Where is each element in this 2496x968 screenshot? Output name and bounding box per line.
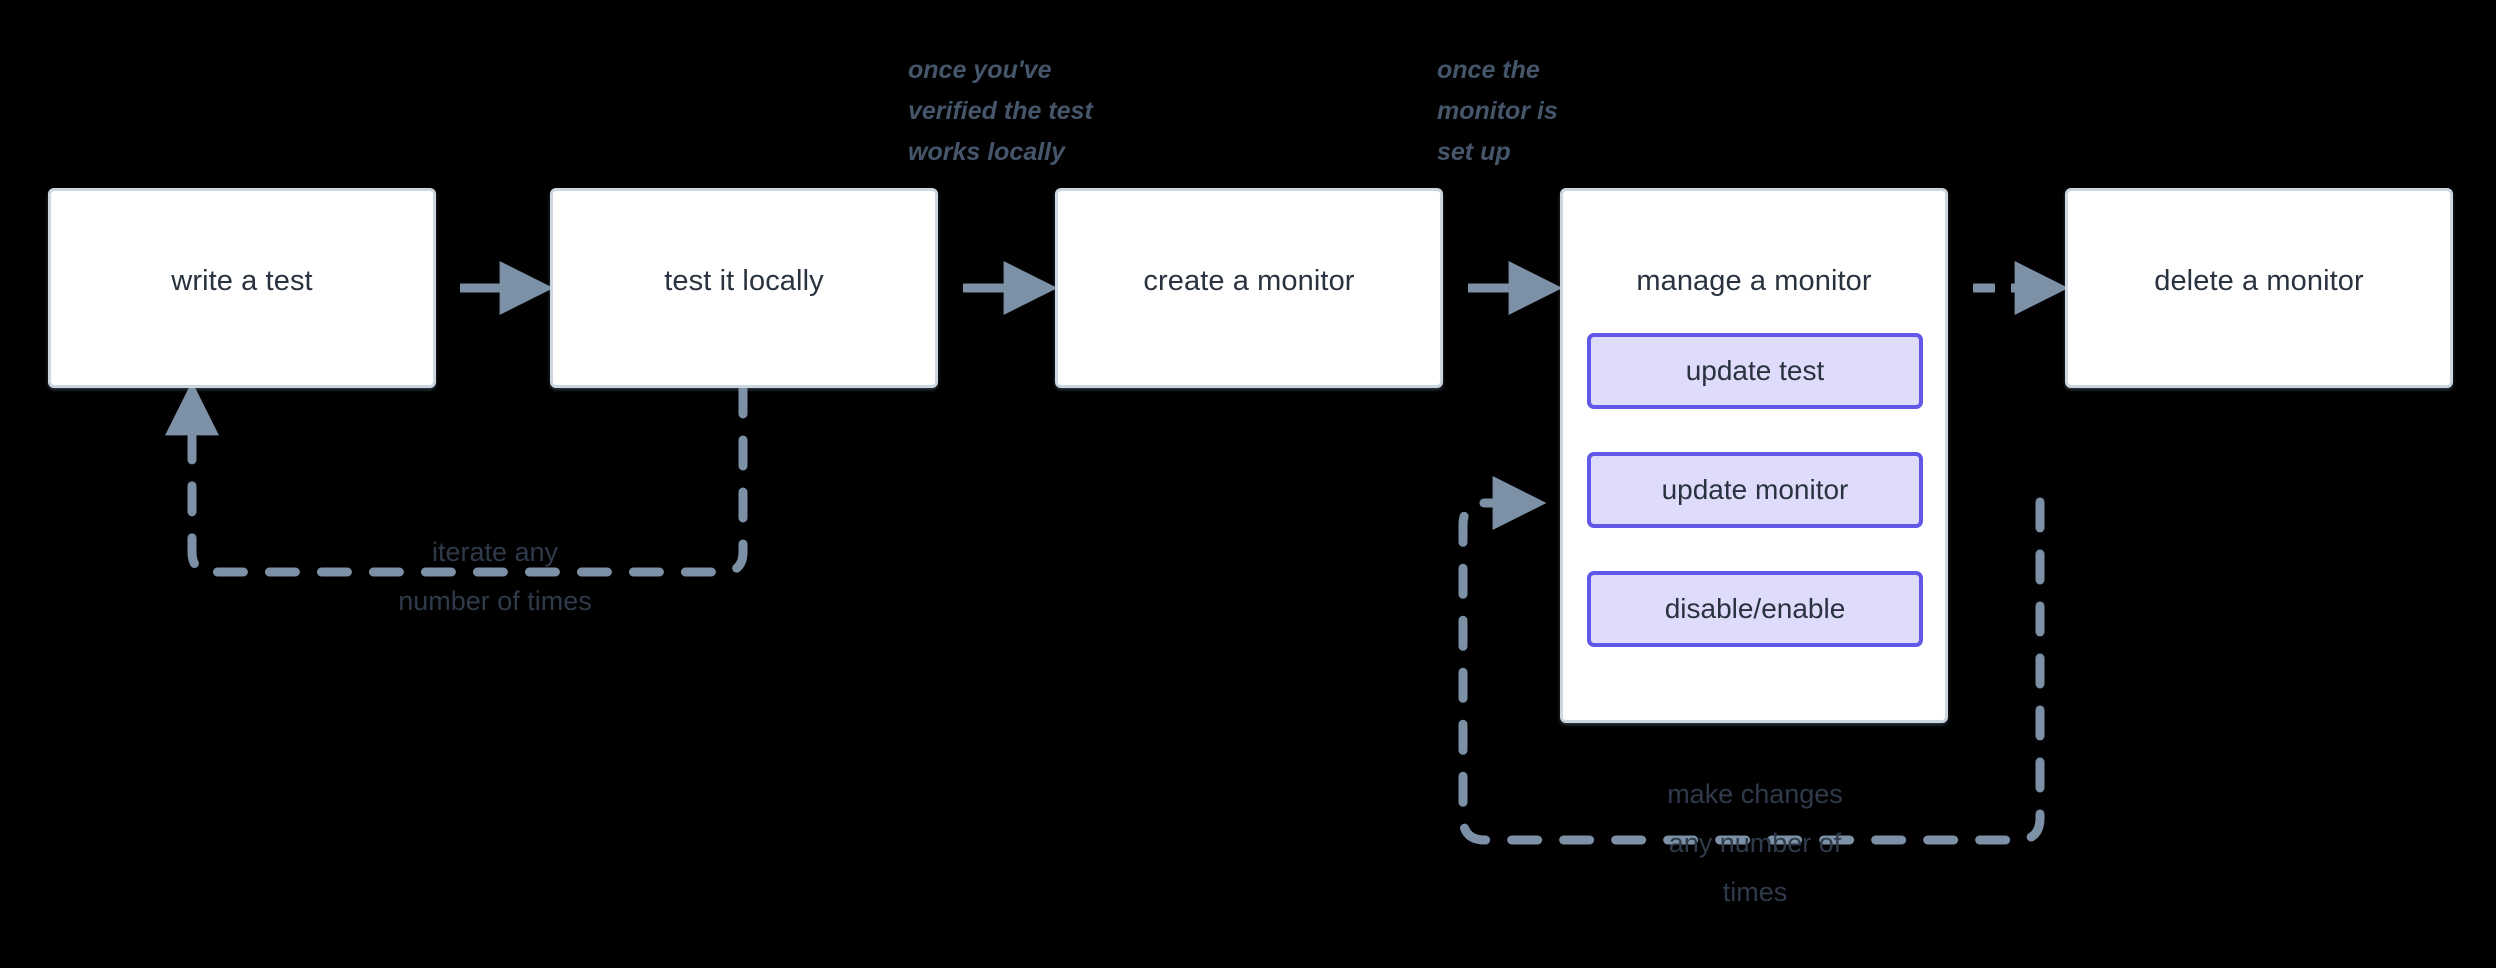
node-test-it-locally-label: test it locally bbox=[664, 265, 824, 297]
node-write-a-test[interactable]: write a test bbox=[48, 188, 436, 388]
subnode-update-monitor-label: update monitor bbox=[1661, 474, 1849, 505]
subnode-update-test-label: update test bbox=[1685, 355, 1825, 386]
subnode-disable-enable[interactable]: disable/enable bbox=[1587, 571, 1923, 647]
node-delete-a-monitor[interactable]: delete a monitor bbox=[2065, 188, 2453, 388]
node-test-it-locally[interactable]: test it locally bbox=[550, 188, 938, 388]
edge-label-iterate-loop: iterate any number of times bbox=[398, 537, 592, 616]
node-manage-a-monitor-label: manage a monitor bbox=[1636, 265, 1872, 297]
subnode-disable-enable-label: disable/enable bbox=[1664, 593, 1846, 624]
node-create-a-monitor-label: create a monitor bbox=[1143, 265, 1355, 297]
annotation-verified-locally: once you've verified the test works loca… bbox=[908, 56, 1093, 166]
edge-label-make-changes-loop: make changes any number of times bbox=[1667, 779, 1843, 907]
annotation-monitor-set-up: once the monitor is set up bbox=[1437, 56, 1558, 166]
subnode-update-monitor[interactable]: update monitor bbox=[1587, 452, 1923, 528]
node-write-a-test-label: write a test bbox=[171, 265, 313, 297]
node-manage-a-monitor[interactable]: manage a monitor update test update moni… bbox=[1560, 188, 1948, 723]
node-delete-a-monitor-label: delete a monitor bbox=[2154, 265, 2364, 297]
node-create-a-monitor[interactable]: create a monitor bbox=[1055, 188, 1443, 388]
subnode-update-test[interactable]: update test bbox=[1587, 333, 1923, 409]
